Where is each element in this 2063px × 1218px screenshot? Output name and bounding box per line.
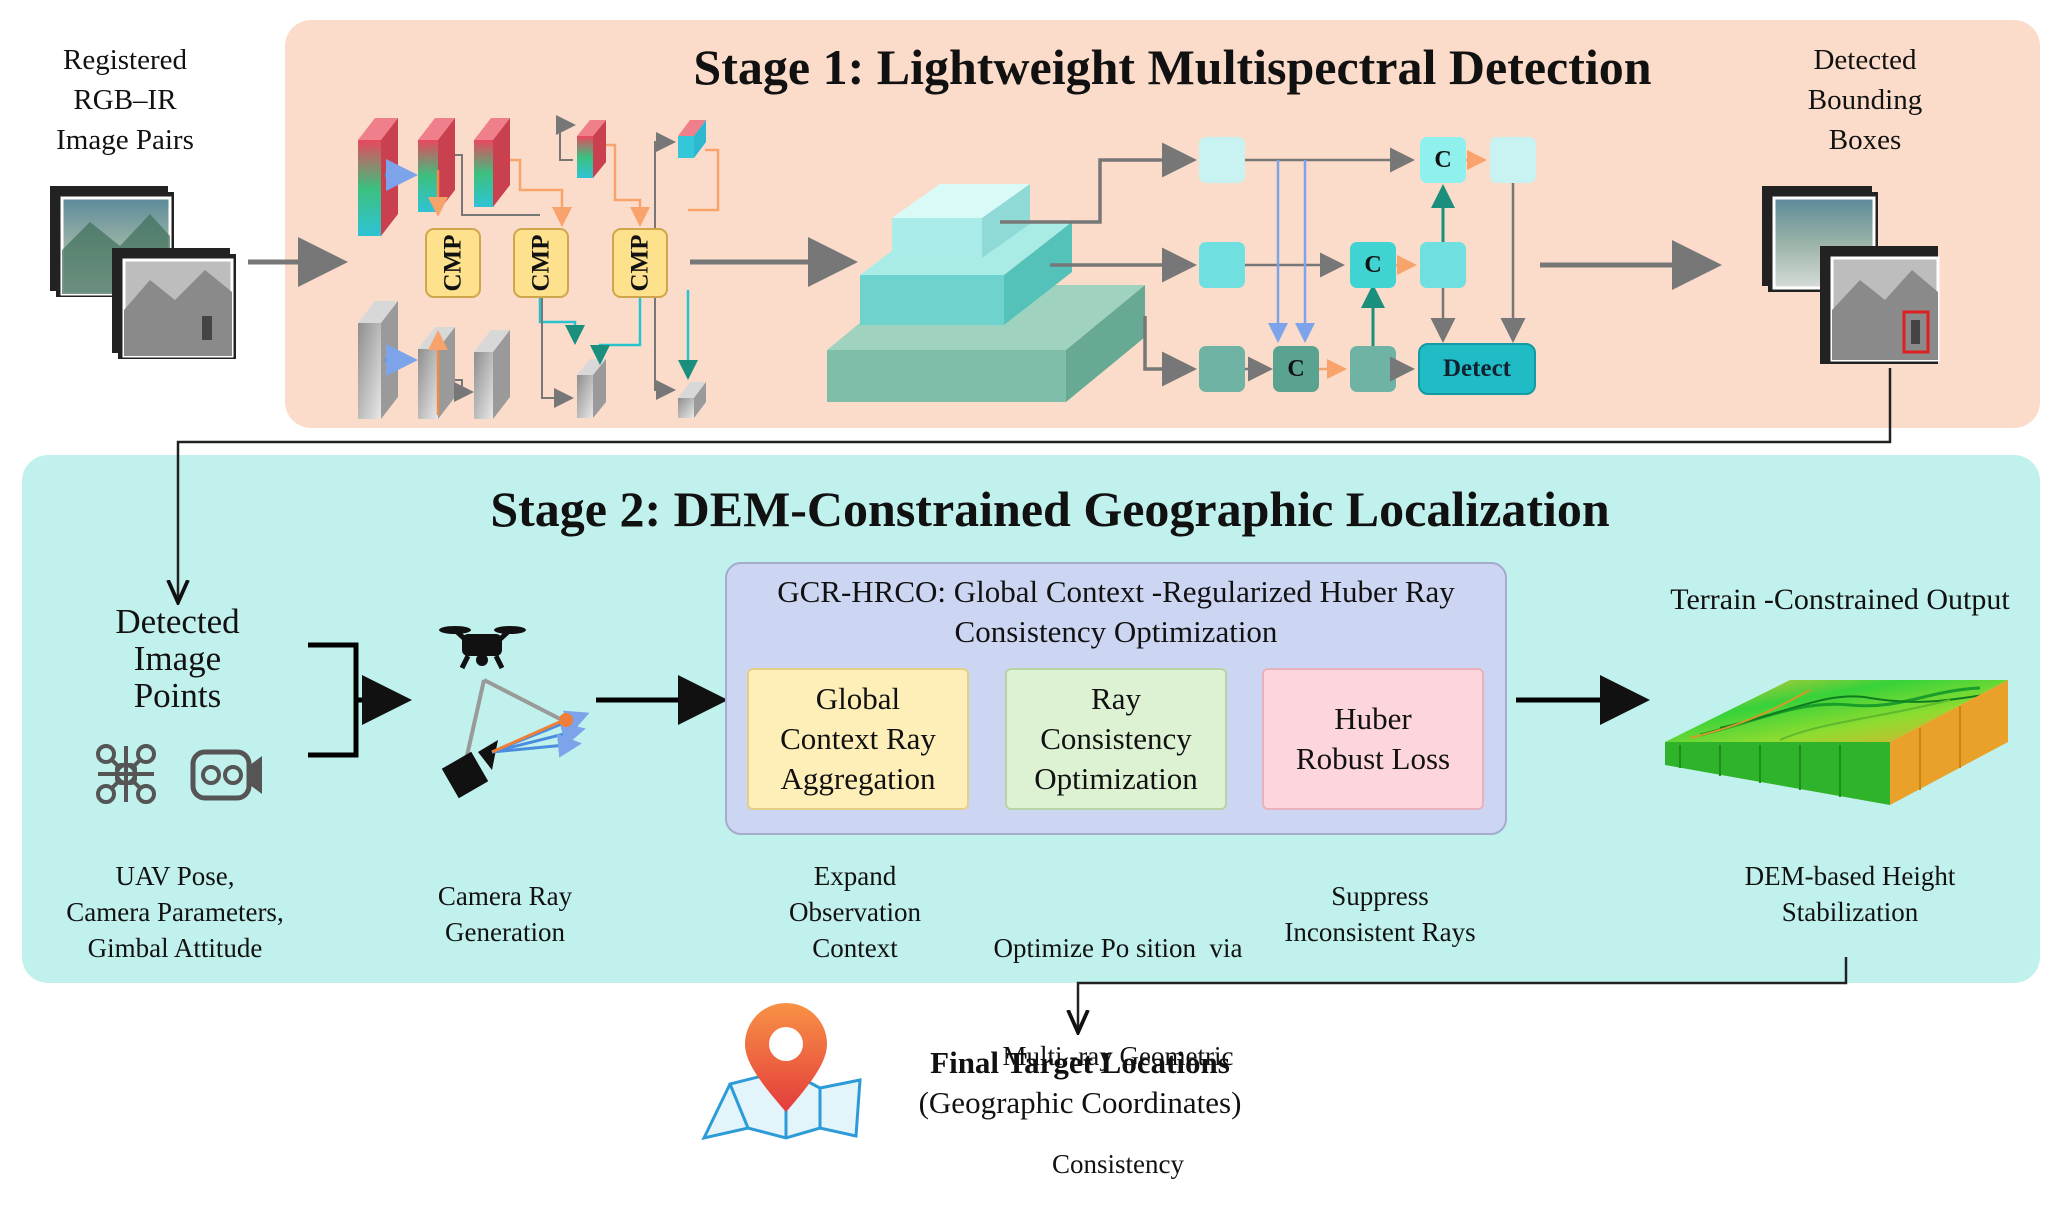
rco-label-line-1: Ray [1091,681,1141,716]
rco-caption-line-3: Consistency [1052,1149,1184,1179]
final-title: Final Target Locations [930,1045,1230,1080]
output-image-stack [1762,186,1940,364]
feature-pyramid [827,184,1145,402]
diagram-canvas [50,115,2008,1141]
final-subtitle: (Geographic Coordinates) [918,1085,1242,1120]
final-connector [1078,957,1848,1030]
ray-caption: Camera Ray Generation [405,878,605,950]
gcr-title-line-1: GCR-HRCO: Global Context -Regularized Hu… [777,574,1455,609]
backbone-network [358,115,858,419]
input-label-line-1: Registered [62,44,187,76]
uav-caption-line-3: Gimbal Attitude [87,933,263,963]
uav-caption: UAV Pose, Camera Parameters, Gimbal Atti… [35,858,315,966]
global-context-ray-aggregation-block: Global Context Ray Aggregation [747,668,969,810]
concat-node-2: C [1350,242,1396,288]
concat-node-3: C [1273,346,1319,392]
gcra-caption-line-2: Observation [789,897,921,927]
rco-caption: Optimize Po sition via Multi -ray Geomet… [968,858,1268,1218]
gcr-title: GCR-HRCO: Global Context -Regularized Hu… [727,572,1505,652]
huber-label-line-2: Robust Loss [1295,741,1451,776]
output-label-line-1: Detected [1813,44,1917,76]
detection-head [1000,137,1722,392]
output-label: Detected Bounding Boxes [1760,40,1970,160]
output-label-line-3: Boxes [1828,124,1902,156]
gcr-title-line-2: Consistency Optimization [954,614,1278,649]
camera-ray-icon [441,678,590,799]
uav-caption-line-1: UAV Pose, [115,861,235,891]
cmp-label-2: CMP [527,234,555,292]
huber-caption-line-1: Suppress [1331,881,1429,911]
concat-node-1: C [1420,137,1466,183]
input-bracket [308,642,359,758]
ray-caption-line-2: Generation [445,917,565,947]
terrain-dem-image [1665,680,2008,805]
huber-caption-line-2: Inconsistent Rays [1284,917,1476,947]
terrain-caption: DEM-based Height Stabilization [1700,858,2000,930]
detect-block: Detect [1418,343,1536,395]
input-image-stack [50,186,236,359]
drone-icon [439,626,526,670]
gcra-caption-line-1: Expand [813,861,897,891]
stage1-title: Stage 1: Lightweight Multispectral Detec… [693,39,1652,95]
rco-label-line-3: Optimization [1034,761,1198,796]
input-label-line-3: Image Pairs [56,124,194,156]
gcra-label-line-2: Context Ray [780,721,936,756]
input-label: Registered RGB–IR Image Pairs [20,40,230,160]
camera-icon [190,749,262,801]
rco-caption-line-1: Optimize Po sition via [993,933,1243,963]
uav-icon [96,744,156,804]
stage2-title: Stage 2: DEM-Constrained Geographic Loca… [490,481,1610,537]
cmp-label-1: CMP [439,234,467,292]
terrain-caption-line-1: DEM-based Height [1744,861,1956,891]
gcr-hrco-module: GCR-HRCO: Global Context -Regularized Hu… [725,562,1507,835]
cmp-module-2: CMP [513,228,569,298]
rco-label-line-2: Consistency [1040,721,1192,756]
gcra-label-line-3: Aggregation [780,761,936,796]
ray-consistency-optimization-block: Ray Consistency Optimization [1005,668,1227,810]
cmp-module-3: CMP [612,228,668,298]
terrain-title: Terrain -Constrained Output [1670,583,2010,616]
huber-robust-loss-block: Huber Robust Loss [1262,668,1484,810]
gcra-caption-line-3: Context [812,933,898,963]
huber-caption: Suppress Inconsistent Rays [1250,878,1510,950]
uav-caption-line-2: Camera Parameters, [66,897,284,927]
stage-connector [178,368,1892,600]
huber-label-line-1: Huber [1334,701,1412,736]
cmp-module-1: CMP [425,228,481,298]
terrain-caption-line-2: Stabilization [1781,897,1919,927]
detected-points-line-3: Points [133,676,222,715]
location-pin-icon [701,1003,862,1141]
bounding-box [1902,310,1930,354]
detected-points-label: Detected Image Points [70,603,285,714]
input-label-line-2: RGB–IR [73,84,177,116]
detected-points-line-2: Image [133,639,222,678]
cmp-label-3: CMP [626,234,654,292]
final-output-label: Final Target Locations (Geographic Coord… [870,1045,1290,1121]
output-label-line-2: Bounding [1807,84,1923,116]
ray-caption-line-1: Camera Ray [437,881,573,911]
gcra-caption: Expand Observation Context [745,858,965,966]
detected-points-line-1: Detected [115,602,240,641]
rco-caption-line-2: Multi -ray Geometric [1002,1041,1234,1071]
gcra-label-line-1: Global [815,681,901,716]
